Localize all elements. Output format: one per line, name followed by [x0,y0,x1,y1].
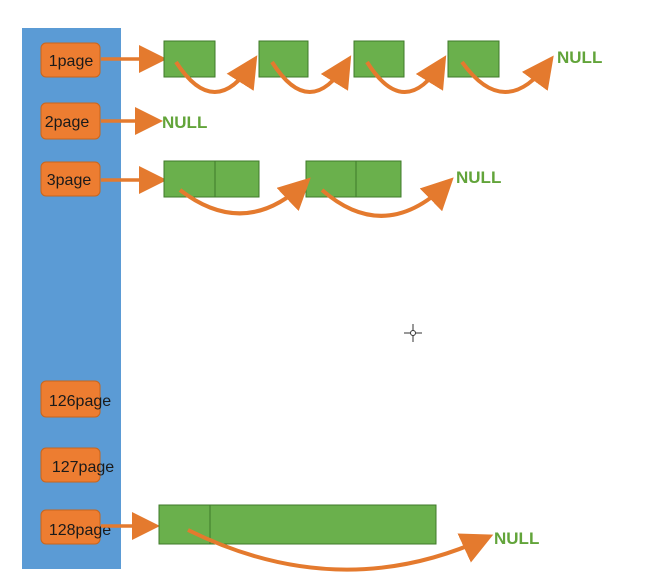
link-arrow [178,177,311,216]
link-arrow [320,177,454,218]
span-block [209,504,437,545]
row-126page: 126page [40,380,111,418]
null-terminator: NULL [557,48,602,67]
page-label: 3page [47,172,92,189]
row-2page: 2page NULL [40,102,207,140]
span-block [163,160,216,198]
row-128page: 128page NULL [40,504,539,572]
page-box [40,447,101,483]
span-block [258,40,309,78]
page-box [40,102,101,140]
span-block [214,160,260,198]
page-box [40,161,101,197]
row-127page: 127page [40,447,114,483]
row-1page: 1page NULL [40,40,602,94]
span-block [447,40,500,78]
span-block [163,40,216,78]
null-terminator: NULL [494,529,539,548]
null-terminator: NULL [162,113,207,132]
page-label: 127page [52,459,114,476]
link-arrow [174,55,258,94]
link-arrow [187,528,494,572]
page-label: 1page [49,53,94,70]
link-arrow [460,55,554,94]
null-terminator: NULL [456,168,501,187]
span-block [353,40,405,78]
page-box [40,42,101,78]
page-box [40,380,101,418]
page-box [40,509,101,545]
page-label: 2page [45,114,90,131]
span-block [355,160,402,198]
row-3page: 3page NULL [40,160,501,218]
span-block [305,160,357,198]
crosshair-cursor-icon [404,324,422,342]
page-label: 126page [49,393,111,410]
link-arrow [270,55,352,94]
page-label: 128page [49,522,111,539]
link-arrow [365,55,447,94]
